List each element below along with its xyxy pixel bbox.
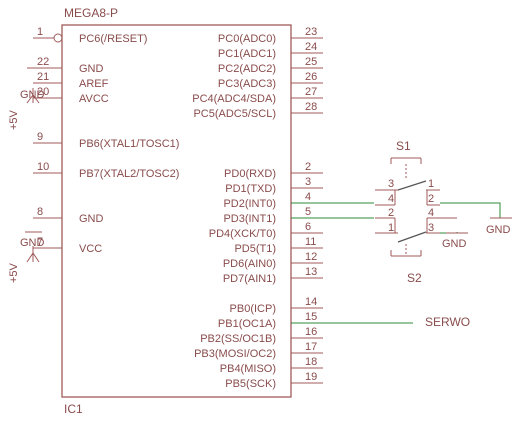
s1-label: S1	[396, 139, 411, 153]
s2-contact-blade	[397, 231, 427, 243]
right-pin-name: PD0(RXD)	[224, 168, 276, 180]
switch-s2: 2 1 4 3 S2	[375, 207, 457, 285]
right-pin-name: PD3(INT1)	[223, 213, 276, 225]
right-pin-name: PD4(XCK/T0)	[209, 228, 276, 240]
right-pin-name: PB0(ICP)	[230, 303, 276, 315]
right-pin-number: 15	[305, 311, 317, 323]
vcc-arrow-left-top	[26, 94, 34, 104]
right-pin-number: 27	[305, 86, 317, 98]
gnd-label-bottom: GND	[20, 237, 45, 249]
wire-gnd-right	[440, 202, 501, 218]
s1-pin-4: 4	[388, 193, 394, 205]
left-pin-name: GND	[79, 213, 104, 225]
right-pin-name: PB2(SS/OC1B)	[200, 333, 276, 345]
right-pin-name: PC0(ADC0)	[218, 33, 276, 45]
left-pin-name: PB7(XTAL2/TOSC2)	[79, 168, 179, 180]
right-pin-name: PC2(ADC2)	[218, 63, 276, 75]
right-pin-name: PC4(ADC4/SDA)	[192, 93, 276, 105]
right-pin-number: 14	[305, 296, 317, 308]
right-pin-group: 23PC0(ADC0)24PC1(ADC1)25PC2(ADC2)26PC3(A…	[192, 26, 323, 390]
left-pin-name: VCC	[79, 243, 102, 255]
right-pin-number: 17	[305, 341, 317, 353]
left-pin-name: PB6(XTAL1/TOSC1)	[79, 138, 179, 150]
right-pin-name: PD6(AIN0)	[223, 258, 276, 270]
right-pin-number: 5	[305, 206, 311, 218]
vcc-label-top: +5V	[8, 109, 20, 130]
left-pin-number: 22	[37, 56, 49, 68]
right-pin-name: PB3(MOSI/OC2)	[194, 348, 276, 360]
right-pin-number: 13	[305, 266, 317, 278]
right-pin-name: PD1(TXD)	[225, 183, 276, 195]
left-pin-name: PC6(/RESET)	[79, 33, 147, 45]
s2-pin-1: 1	[388, 222, 394, 234]
switch-s1: S1 3 4 1 2	[375, 139, 440, 206]
left-pin-number: 7	[37, 236, 43, 248]
left-pin-number: 9	[37, 131, 43, 143]
gnd-label-top: GND	[20, 89, 45, 101]
s1-pin-3: 3	[388, 178, 394, 190]
right-pin-number: 25	[305, 56, 317, 68]
right-pin-number: 3	[305, 176, 311, 188]
vcc-arrow-right-top	[32, 94, 40, 104]
right-pin-number: 24	[305, 41, 317, 53]
power-top: GND +5V	[8, 67, 54, 130]
left-pin-number: 20	[37, 86, 49, 98]
vcc-label-bottom: +5V	[8, 262, 20, 283]
right-pin-number: 11	[305, 236, 316, 248]
left-pin-number: 1	[37, 26, 43, 38]
ic-part-label: MEGA8-P	[64, 6, 118, 20]
right-pin-name: PD5(T1)	[234, 243, 276, 255]
left-pin-number: 21	[37, 71, 49, 83]
vcc-arrow-left-bottom	[26, 252, 34, 263]
power-bottom: GND +5V	[8, 231, 45, 283]
s2-label: S2	[407, 271, 422, 285]
right-pin-number: 28	[305, 101, 317, 113]
right-pin-name: PB5(SCK)	[225, 378, 276, 390]
s2-pin-2: 2	[388, 207, 394, 219]
left-pin-number: 10	[37, 161, 49, 173]
right-pin-number: 16	[305, 326, 317, 338]
right-pin-number: 23	[305, 26, 317, 38]
right-pin-number: 2	[305, 161, 311, 173]
right-pin-number: 19	[305, 371, 317, 383]
s1-contact-blade	[397, 180, 427, 191]
right-pin-name: PC1(ADC1)	[218, 48, 276, 60]
right-pin-name: PD7(AIN1)	[223, 273, 276, 285]
s2-pin-3: 3	[428, 222, 434, 234]
s1-pin-1: 1	[428, 178, 434, 190]
right-pin-number: 4	[305, 191, 311, 203]
gnd-mid-label: GND	[442, 238, 467, 250]
right-pin-number: 18	[305, 356, 317, 368]
right-pin-number: 12	[305, 251, 317, 263]
right-pin-name: PC3(ADC3)	[218, 78, 276, 90]
ic-ref-label: IC1	[64, 402, 83, 416]
servo-net-label: SERWO	[425, 315, 470, 329]
left-pin-name: AREF	[79, 78, 109, 90]
left-pin-name: AVCC	[79, 93, 109, 105]
left-pin-number: 8	[37, 206, 43, 218]
s1-pin-2: 2	[428, 193, 434, 205]
right-pin-name: PB4(MISO)	[220, 363, 276, 375]
gnd-right-label: GND	[486, 224, 511, 236]
ic-body	[61, 24, 292, 398]
switch-gnd-symbols: GND GND	[442, 217, 512, 250]
s2-pin-4: 4	[428, 207, 434, 219]
right-pin-number: 26	[305, 71, 317, 83]
right-pin-number: 6	[305, 221, 311, 233]
right-pin-name: PD2(INT0)	[223, 198, 276, 210]
right-pin-name: PB1(OC1A)	[218, 318, 276, 330]
reset-inversion-bubble	[53, 33, 63, 43]
left-pin-name: GND	[79, 63, 104, 75]
vcc-arrow-right-bottom	[32, 252, 40, 263]
right-pin-name: PC5(ADC5/SCL)	[193, 108, 276, 120]
wires	[291, 202, 501, 324]
